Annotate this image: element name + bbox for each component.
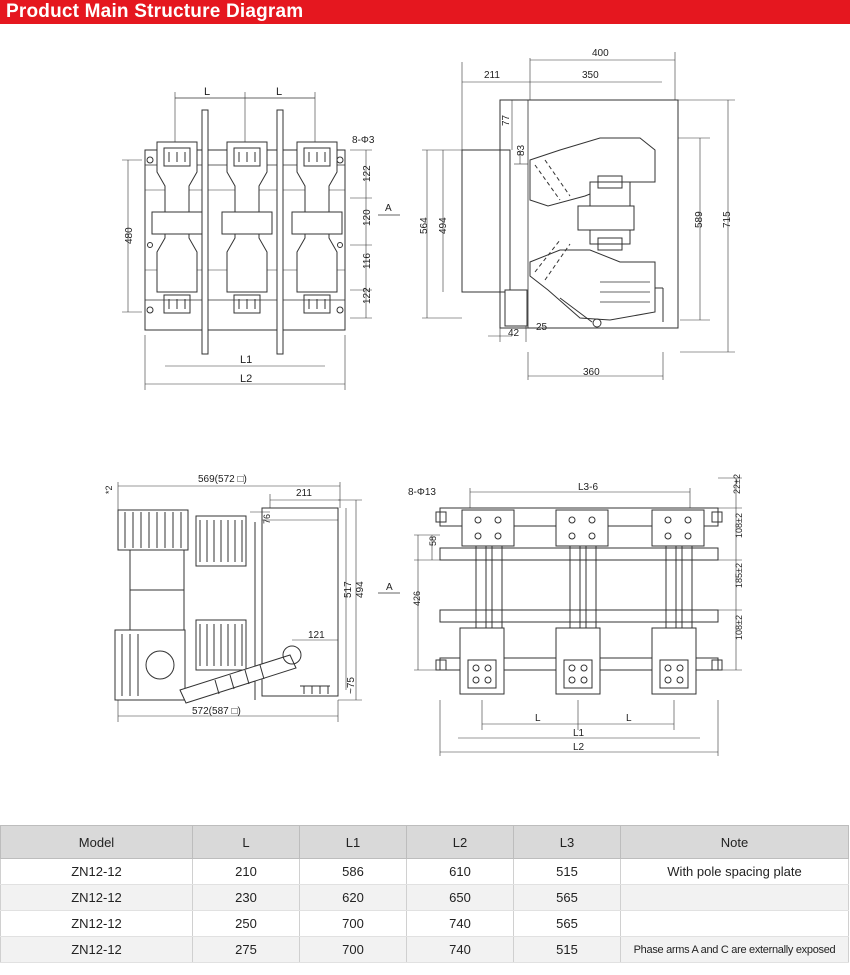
cell-note: Phase arms A and C are externally expose… (620, 936, 849, 963)
table-row: ZN12-12 210 586 610 515 With pole spacin… (0, 858, 849, 885)
col-L2: L2 (406, 825, 514, 859)
cell-L: 275 (192, 936, 300, 963)
cell-L1: 700 (299, 910, 407, 937)
top-dim-108a: 108±2 (734, 513, 744, 538)
front-dim-116: 116 (362, 253, 373, 269)
side-dim-400: 400 (592, 48, 609, 59)
cell-model: ZN12-12 (0, 910, 193, 937)
table-row: ZN12-12 250 700 740 565 (0, 910, 849, 937)
front-view-marker: A (385, 203, 392, 214)
side-dim-350: 350 (582, 70, 599, 81)
side-dim-360: 360 (583, 367, 600, 378)
top-dim-22: 22±2 (732, 474, 742, 494)
front-dim-122-top: 122 (362, 165, 373, 182)
side-dim-77: 77 (501, 114, 512, 126)
mech-dim-211: 211 (296, 488, 312, 499)
front-dim-L-a: L (204, 86, 210, 98)
col-note: Note (620, 825, 849, 859)
top-view-drawing (414, 477, 742, 756)
cell-L3: 565 (513, 910, 621, 937)
front-dim-L1: L1 (240, 354, 252, 366)
top-dim-L-a: L (535, 713, 541, 724)
cell-L1: 700 (299, 936, 407, 963)
cell-L: 230 (192, 884, 300, 911)
front-dim-L2: L2 (240, 373, 252, 385)
cell-L1: 586 (299, 858, 407, 885)
top-dim-185: 185±2 (734, 563, 744, 588)
cell-model: ZN12-12 (0, 884, 193, 911)
mech-dim-494: 494 (355, 581, 366, 598)
front-dim-122-bottom: 122 (362, 287, 373, 304)
cell-note: With pole spacing plate (620, 858, 849, 885)
mech-dim-121: 121 (308, 630, 325, 641)
col-model: Model (0, 825, 193, 859)
table-row: ZN12-12 230 620 650 565 (0, 884, 849, 911)
top-dim-L2: L2 (573, 742, 585, 753)
cell-L1: 620 (299, 884, 407, 911)
side-dim-589: 589 (694, 211, 705, 228)
structure-drawings: L L 8-Φ3 122 120 116 122 480 L1 L2 A (104, 48, 744, 756)
cell-L2: 610 (406, 858, 514, 885)
mech-dim-517: 517 (343, 581, 354, 598)
cell-L2: 740 (406, 936, 514, 963)
side-view-drawing (422, 52, 735, 380)
top-dim-L-b: L (626, 713, 632, 724)
front-dim-480: 480 (124, 227, 135, 244)
table-row: ZN12-12 275 700 740 515 Phase arms A and… (0, 936, 849, 963)
cell-L3: 515 (513, 858, 621, 885)
mech-dim-569: 569(572 □) (198, 474, 247, 485)
mech-dim-76: 76 (262, 514, 272, 524)
cell-L: 250 (192, 910, 300, 937)
cell-note (620, 884, 849, 911)
cell-note (620, 910, 849, 937)
header-bar: Product Main Structure Diagram (0, 0, 850, 24)
top-dim-L3: L3-6 (578, 482, 598, 493)
col-L: L (192, 825, 300, 859)
side-dim-211: 211 (484, 70, 500, 81)
top-dim-108b: 108±2 (734, 615, 744, 640)
mech-dim-75: ~75 (346, 677, 357, 694)
mech-dim-2: *2 (104, 485, 114, 494)
cell-L3: 565 (513, 884, 621, 911)
cell-L2: 740 (406, 910, 514, 937)
spec-table: Model L L1 L2 L3 Note ZN12-12 210 586 61… (0, 825, 849, 963)
mech-view-marker: A (386, 582, 393, 593)
side-dim-25: 25 (536, 322, 548, 333)
cell-model: ZN12-12 (0, 936, 193, 963)
cell-L3: 515 (513, 936, 621, 963)
mechanism-view-drawing (114, 482, 400, 722)
cell-L: 210 (192, 858, 300, 885)
side-dim-83: 83 (516, 144, 527, 156)
front-dim-120: 120 (362, 209, 373, 226)
top-dim-L1: L1 (573, 728, 585, 739)
side-dim-494: 494 (438, 217, 449, 234)
cell-model: ZN12-12 (0, 858, 193, 885)
side-dim-715: 715 (722, 211, 733, 228)
side-dim-564: 564 (419, 217, 430, 234)
page-title: Product Main Structure Diagram (6, 1, 304, 22)
col-L3: L3 (513, 825, 621, 859)
top-hole-note: 8-Φ13 (408, 487, 436, 498)
mech-dim-572: 572(587 □) (192, 706, 241, 717)
front-view-drawing (122, 92, 400, 390)
top-dim-426: 426 (412, 591, 422, 606)
cell-L2: 650 (406, 884, 514, 911)
front-hole-note: 8-Φ3 (352, 135, 375, 146)
col-L1: L1 (299, 825, 407, 859)
top-dim-58: 58 (428, 536, 438, 546)
side-dim-42: 42 (508, 328, 520, 339)
table-header-row: Model L L1 L2 L3 Note (0, 825, 849, 859)
front-dim-L-b: L (276, 86, 282, 98)
